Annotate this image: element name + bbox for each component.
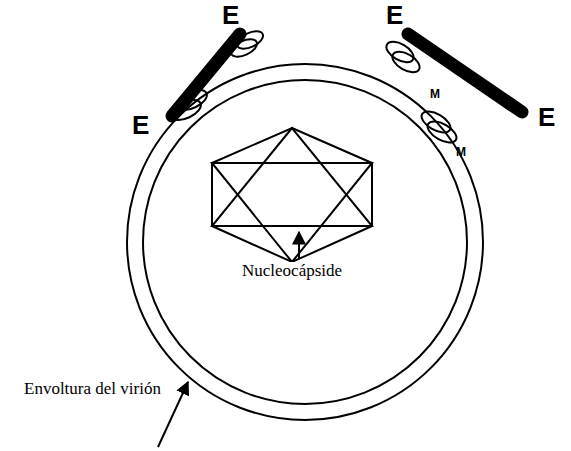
spike-label: E	[222, 2, 239, 28]
nucleocapsid-label: Nucleocápside	[240, 262, 344, 279]
nucleocapsid-arrow	[298, 232, 300, 258]
spike-label: E	[132, 112, 149, 138]
inner-envelope	[143, 80, 467, 404]
matrix-label: M	[456, 146, 466, 158]
outer-envelope	[127, 64, 483, 420]
spike-label: E	[538, 104, 555, 130]
glycoprotein-spike	[383, 34, 522, 147]
spike-label: E	[386, 2, 403, 28]
matrix-label: M	[430, 88, 440, 100]
envelope-label: Envoltura del virión	[22, 380, 163, 397]
nucleocapsid-icosahedron	[212, 128, 372, 262]
glycoprotein-spike	[168, 28, 266, 124]
